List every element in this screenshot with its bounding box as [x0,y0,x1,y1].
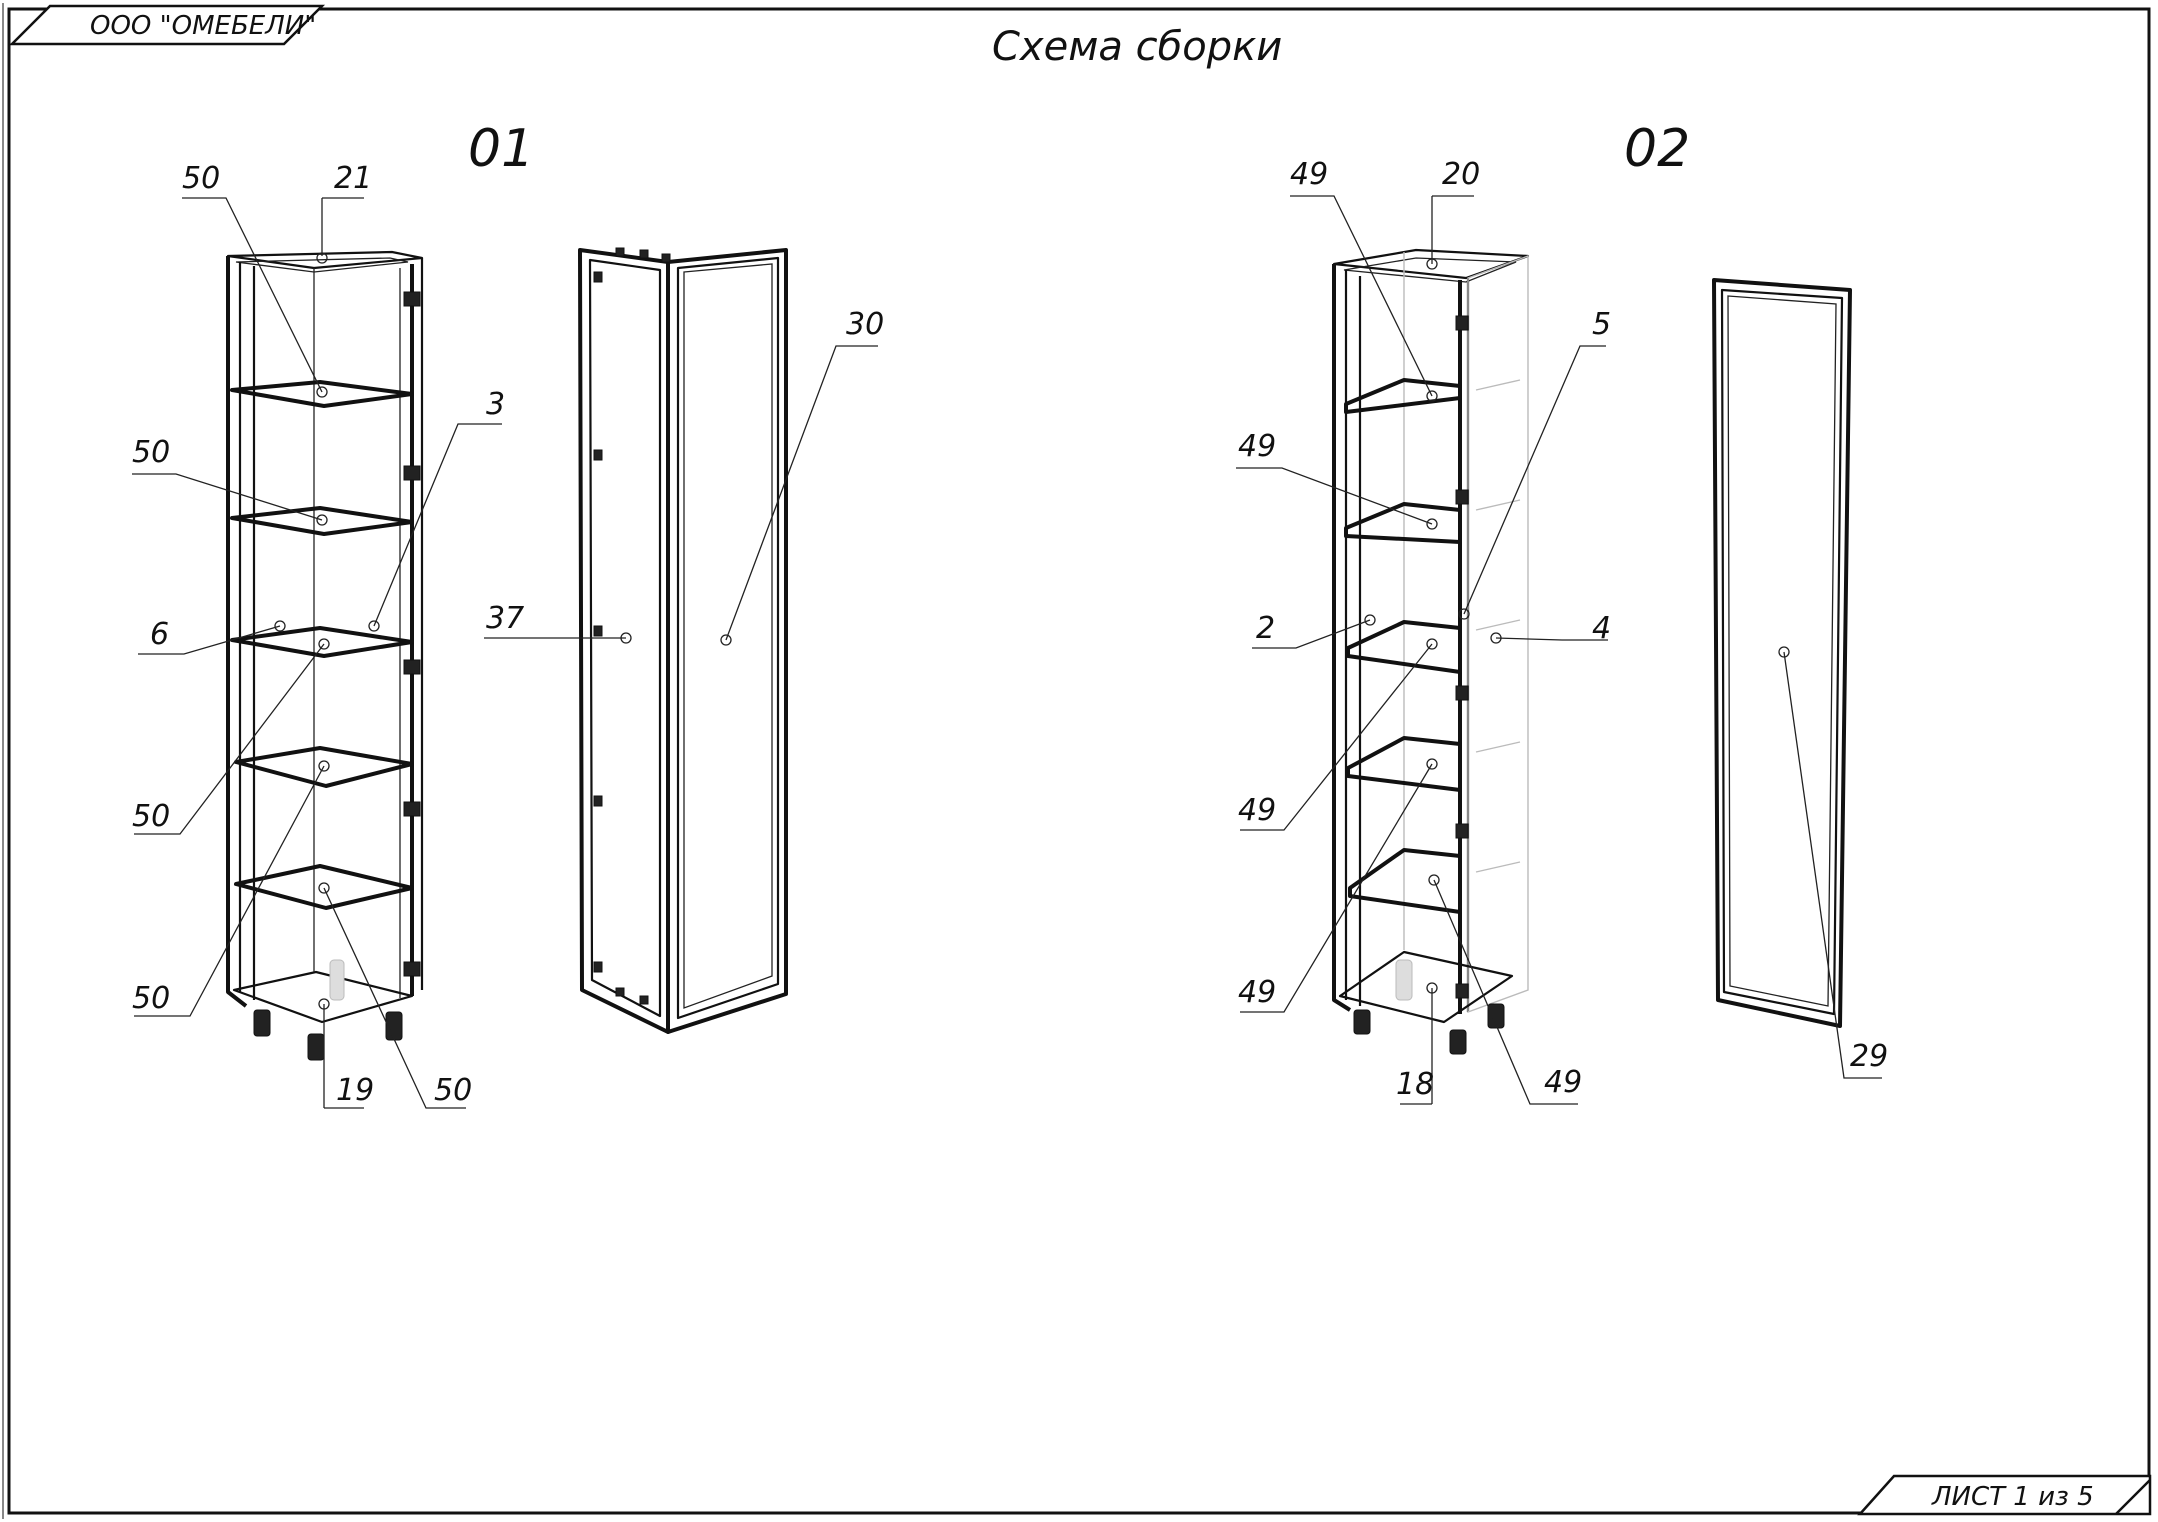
cabinet-02-shelves [1344,378,1462,914]
callout-02-49-low: 49 [1238,975,1276,1010]
callout-01-21: 21 [334,161,372,196]
callout-01-50-upper: 50 [132,435,170,470]
variant-number-01: 01 [468,119,534,179]
cabinet-01-shelves [230,380,414,910]
company-stamp: ООО "ОМЕБЕЛИ" [8,4,326,46]
callout-01-50-mid: 50 [132,799,170,834]
callout-01-6: 6 [150,617,169,652]
callout-02-29: 29 [1850,1039,1888,1074]
sheet-stamp: ЛИСТ 1 из 5 [1857,1474,2152,1516]
drawing-title: Схема сборки [992,24,1282,70]
company-name: ООО "ОМЕБЕЛИ" [90,11,316,41]
callout-02-49-mid: 49 [1238,793,1276,828]
cabinet-01-door [578,247,788,1034]
callout-02-2: 2 [1256,611,1275,646]
cabinet-02-door [1712,278,1852,1028]
callout-01-19: 19 [336,1073,374,1108]
callout-01-3: 3 [486,387,505,422]
variant-number-02: 02 [1624,119,1690,179]
callout-02-49-top: 49 [1290,157,1328,192]
drawing-frame [7,7,2151,1515]
callout-02-49-bottom: 49 [1544,1065,1582,1100]
callout-01-37: 37 [486,601,524,636]
callout-01-50-bottom: 50 [434,1073,472,1108]
callout-02-18: 18 [1396,1067,1434,1102]
sheet-number: ЛИСТ 1 из 5 [1931,1482,2094,1512]
cabinet-01-leaders [132,197,878,1109]
callout-02-49-upper: 49 [1238,429,1276,464]
cabinet-02-body [1332,248,1530,1055]
callout-02-20: 20 [1442,157,1480,192]
cabinet-02-callout-points [1364,258,1790,994]
callout-01-30: 30 [846,307,884,342]
callout-01-50-low: 50 [132,981,170,1016]
cabinet-02-leaders [1236,195,1882,1105]
callout-02-5: 5 [1592,307,1611,342]
cabinet-01-body [226,250,424,1061]
callout-02-4: 4 [1592,611,1611,646]
cabinet-01-callout-points [274,252,732,1010]
callout-01-50-top: 50 [182,161,220,196]
